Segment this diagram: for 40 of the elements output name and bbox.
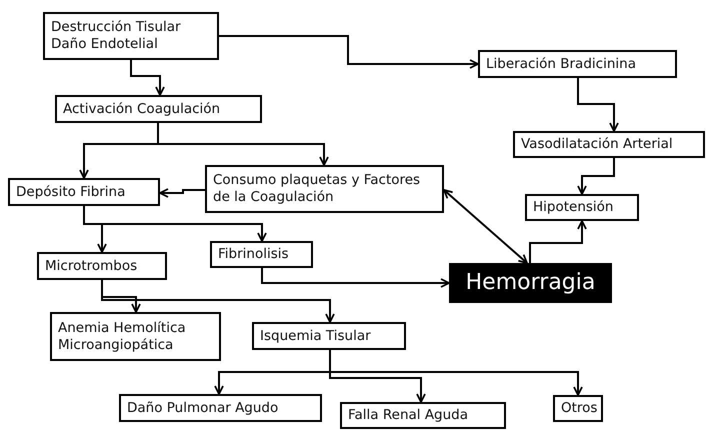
node-text: Depósito Fibrina — [16, 184, 126, 200]
arrow — [130, 60, 165, 96]
node-text: Otros — [561, 400, 598, 417]
arrow — [83, 206, 267, 242]
process-box — [37, 252, 167, 280]
arrow — [577, 78, 619, 132]
node-text: Daño Pulmonar Agudo — [127, 400, 278, 416]
arrow — [577, 158, 615, 195]
arrow — [443, 189, 528, 264]
node-text: Consumo plaquetas y Factores de la Coagulación — [213, 172, 422, 206]
process-box — [55, 95, 262, 123]
node-text: Microtrombos — [45, 258, 138, 274]
arrow — [261, 268, 450, 288]
process-box — [478, 50, 677, 78]
process-box — [210, 241, 313, 268]
node-text: Destrucción Tisular Daño Endotelial — [51, 19, 182, 53]
process-box — [43, 12, 219, 60]
arrow — [329, 350, 583, 396]
node-text: Isquemia Tisular — [260, 328, 371, 344]
process-box — [525, 194, 639, 221]
arrow — [529, 220, 587, 263]
node-text: Vasodilatación Arterial — [521, 136, 673, 153]
node-text: Hipotensión — [533, 199, 614, 216]
process-box — [205, 165, 444, 213]
process-box — [50, 312, 221, 361]
process-box — [553, 395, 603, 422]
node-text: Activación Coagulación — [63, 100, 220, 118]
process-box — [119, 394, 322, 422]
node-text: Anemia Hemolítica Microangiopática — [58, 320, 187, 354]
node-text: Fibrinolisis — [218, 246, 289, 263]
arrow — [159, 188, 205, 198]
highlighted-box — [449, 263, 612, 303]
node-text: Falla Renal Aguda — [348, 407, 468, 424]
process-box — [513, 131, 705, 158]
process-box — [340, 402, 506, 429]
process-box — [252, 322, 406, 350]
node-text: Liberación Bradicinina — [486, 56, 636, 72]
process-box — [8, 178, 160, 206]
arrow — [219, 35, 479, 69]
node-text: Hemorragia — [466, 270, 596, 296]
